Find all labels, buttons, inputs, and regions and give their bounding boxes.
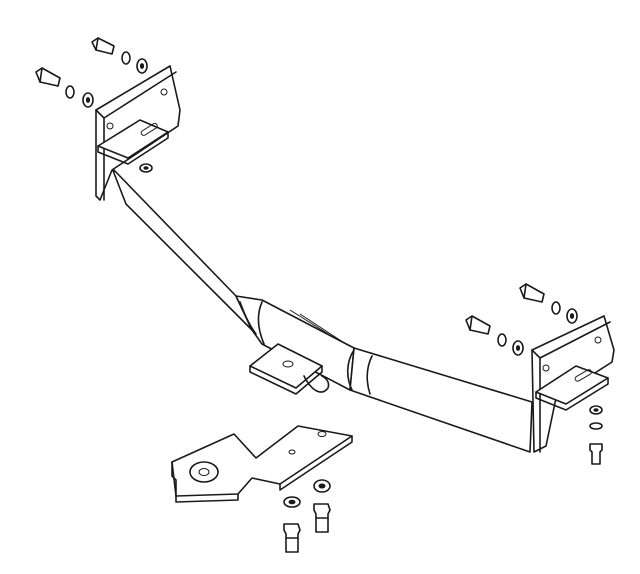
nut-top-left-2 [82,92,94,108]
nut-right-bottom [589,405,603,415]
washer-right-1 [551,301,561,315]
center-mount-plate [249,343,330,395]
washer-top-left-2 [65,85,75,99]
bolt-top-left-1 [91,37,115,55]
bolt-right-1 [519,283,545,303]
right-mounting-bracket [531,315,615,453]
bolt-tow-plate-1 [313,503,331,533]
washer-right-2 [497,333,507,347]
bolt-tow-plate-2 [283,523,301,553]
bolt-top-left-2 [35,67,61,87]
washer-top-left-1 [121,51,131,65]
nut-right-2 [512,340,524,356]
bolt-right-2 [465,315,491,335]
washer-tow-plate [283,496,301,508]
nut-right-1 [566,308,578,324]
crossbar-tube [111,167,533,453]
nut-tow-plate [313,479,331,493]
tow-ball-plate [171,425,353,503]
bolt-right-bottom [589,443,603,465]
washer-right-bottom [589,422,603,430]
nut-top-left-1 [136,58,148,74]
left-mounting-bracket [95,65,181,201]
